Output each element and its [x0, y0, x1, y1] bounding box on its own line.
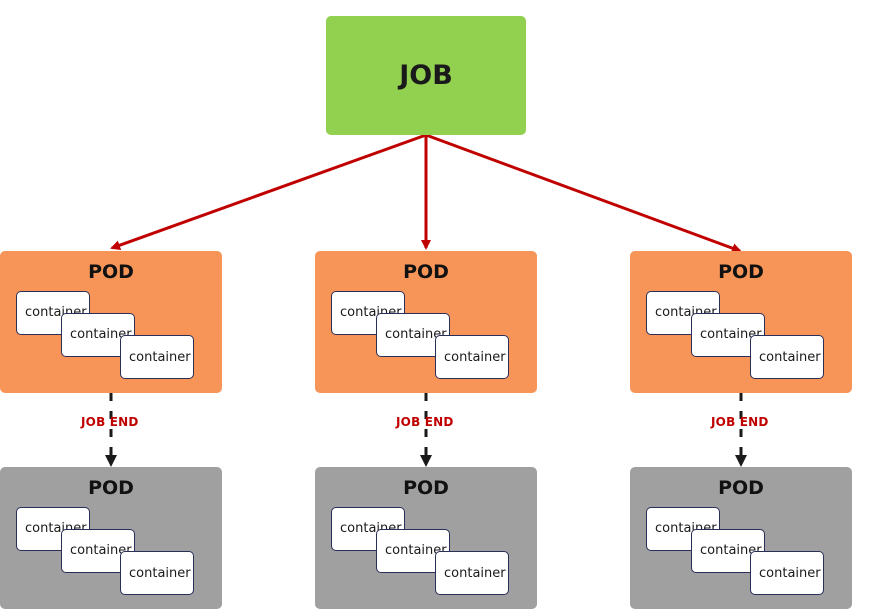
running-pod-1: POD container container container — [0, 251, 222, 393]
container-box: container — [120, 335, 194, 379]
pod-title: POD — [718, 261, 764, 283]
job-end-label: JOB END — [396, 415, 454, 429]
finished-pod-2: POD container container container — [315, 467, 537, 609]
container-box: container — [750, 551, 824, 595]
pod-title: POD — [718, 477, 764, 499]
spawn-arrow-right — [425, 133, 742, 253]
container-box: container — [435, 551, 509, 595]
container-box: container — [750, 335, 824, 379]
job-label: JOB — [399, 60, 453, 91]
container-box: container — [646, 507, 720, 551]
container-box: container — [435, 335, 509, 379]
finished-pod-3: POD container container container — [630, 467, 852, 609]
spawn-arrow-left — [110, 133, 427, 250]
running-pod-3: POD container container container — [630, 251, 852, 393]
job-end-label: JOB END — [81, 415, 139, 429]
pod-title: POD — [403, 261, 449, 283]
running-pod-2: POD container container container — [315, 251, 537, 393]
finished-pod-1: POD container container container — [0, 467, 222, 609]
job-box: JOB — [326, 16, 526, 135]
container-box: container — [120, 551, 194, 595]
job-end-label: JOB END — [711, 415, 769, 429]
pod-title: POD — [88, 477, 134, 499]
pod-title: POD — [88, 261, 134, 283]
pod-title: POD — [403, 477, 449, 499]
